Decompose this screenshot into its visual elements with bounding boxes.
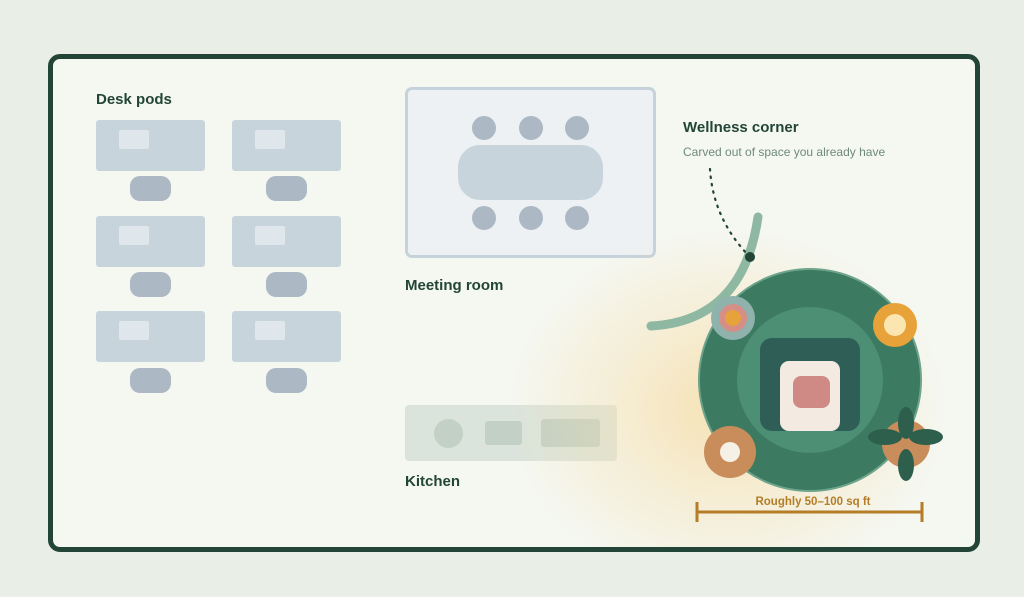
wellness-size-label: Roughly 50–100 sq ft [755, 496, 871, 508]
desk [232, 311, 341, 362]
kitchen-title: Kitchen [405, 473, 461, 490]
desk-pods-title: Desk pods [96, 91, 172, 108]
leader-dot [745, 252, 755, 262]
sink-icon [434, 419, 463, 448]
wellness-corner-illustration [646, 167, 943, 522]
meeting-table [458, 145, 603, 200]
chair [130, 176, 171, 201]
monitor-icon [255, 130, 285, 149]
plant-icon [868, 407, 943, 481]
monitor-icon [119, 226, 149, 245]
meeting-seat [565, 206, 589, 230]
meeting-seat [565, 116, 589, 140]
meeting-seat [519, 116, 543, 140]
meeting-seat [472, 116, 496, 140]
meeting-room-title: Meeting room [405, 277, 504, 294]
floor-plan-frame: Desk pods Meeting room Kitchen [48, 54, 980, 552]
desk [96, 311, 205, 362]
desk [232, 120, 341, 171]
partition-screen [646, 212, 763, 331]
desk [96, 120, 205, 171]
chair [266, 368, 307, 393]
monitor-icon [119, 130, 149, 149]
chair [266, 176, 307, 201]
chair [266, 272, 307, 297]
monitor-icon [119, 321, 149, 340]
desk [96, 216, 205, 267]
leader-line [708, 167, 752, 259]
wellness-corner-subtitle: Carved out of space you already have [683, 145, 886, 159]
chair [130, 272, 171, 297]
chair [130, 368, 171, 393]
wellness-corner-title: Wellness corner [683, 119, 799, 136]
monitor-icon [255, 226, 285, 245]
desk [232, 216, 341, 267]
monitor-icon [255, 321, 285, 340]
cushion-center [793, 376, 830, 408]
meeting-seat [472, 206, 496, 230]
meeting-seat [519, 206, 543, 230]
meeting-room [405, 87, 656, 258]
